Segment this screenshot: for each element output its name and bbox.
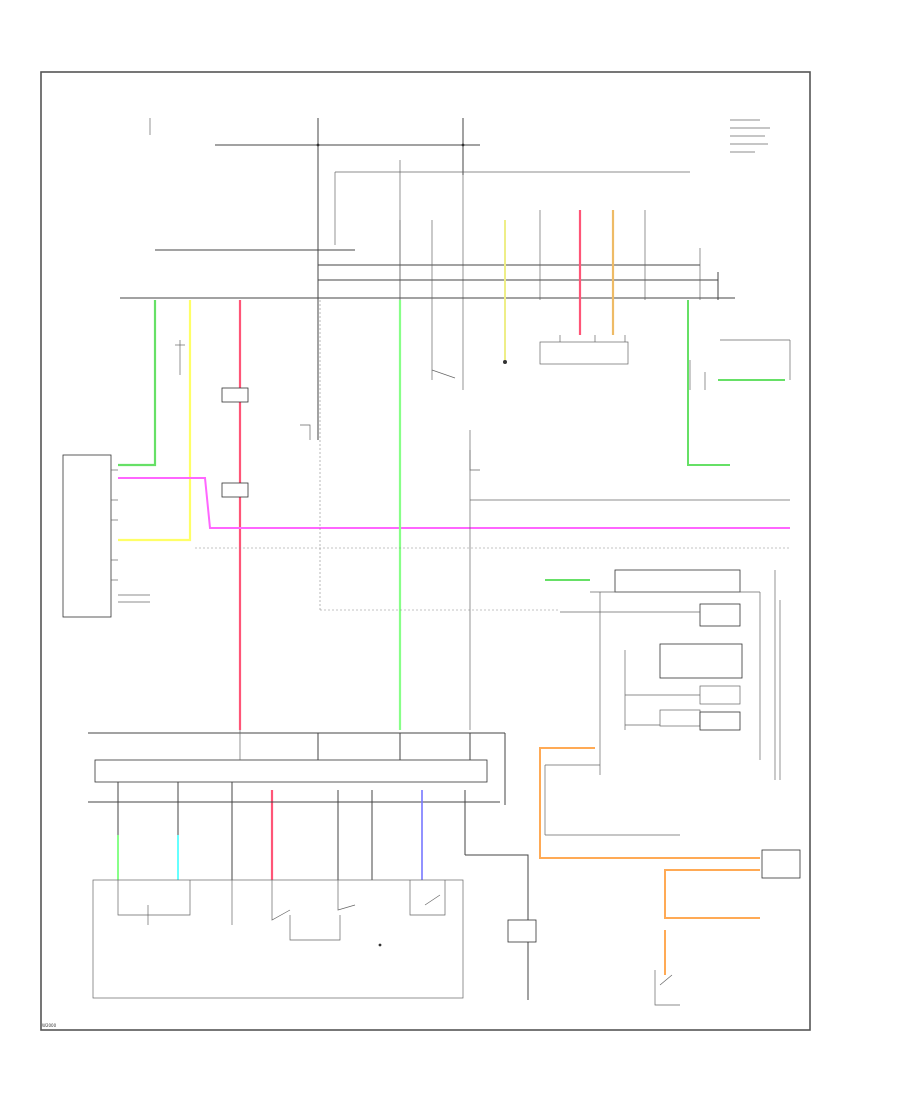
- wire-top-colors: [504, 210, 615, 360]
- lower-bus: [88, 730, 506, 805]
- wire-pink: [118, 477, 790, 529]
- wire-yellow-left: [118, 300, 192, 542]
- right-connector-block: [720, 339, 791, 380]
- bottom-right-switch: [654, 970, 680, 1006]
- left-control-module: [62, 454, 150, 618]
- power-source-group: [149, 118, 690, 300]
- wire-orange: [539, 747, 801, 975]
- wire-green-right: [687, 300, 785, 466]
- footer-code: W2000: [42, 1023, 57, 1028]
- upper-components: [175, 335, 706, 498]
- right-components: [544, 569, 781, 836]
- upper-wires: [195, 210, 790, 730]
- wire-red-left: [238, 300, 274, 880]
- lower-wires: [117, 782, 537, 1000]
- ground-buses: [120, 249, 735, 300]
- diagram-frame: [40, 71, 811, 1031]
- switch-assembly: [92, 879, 464, 999]
- notes-block: [730, 119, 770, 153]
- wire-green-left: [118, 300, 157, 467]
